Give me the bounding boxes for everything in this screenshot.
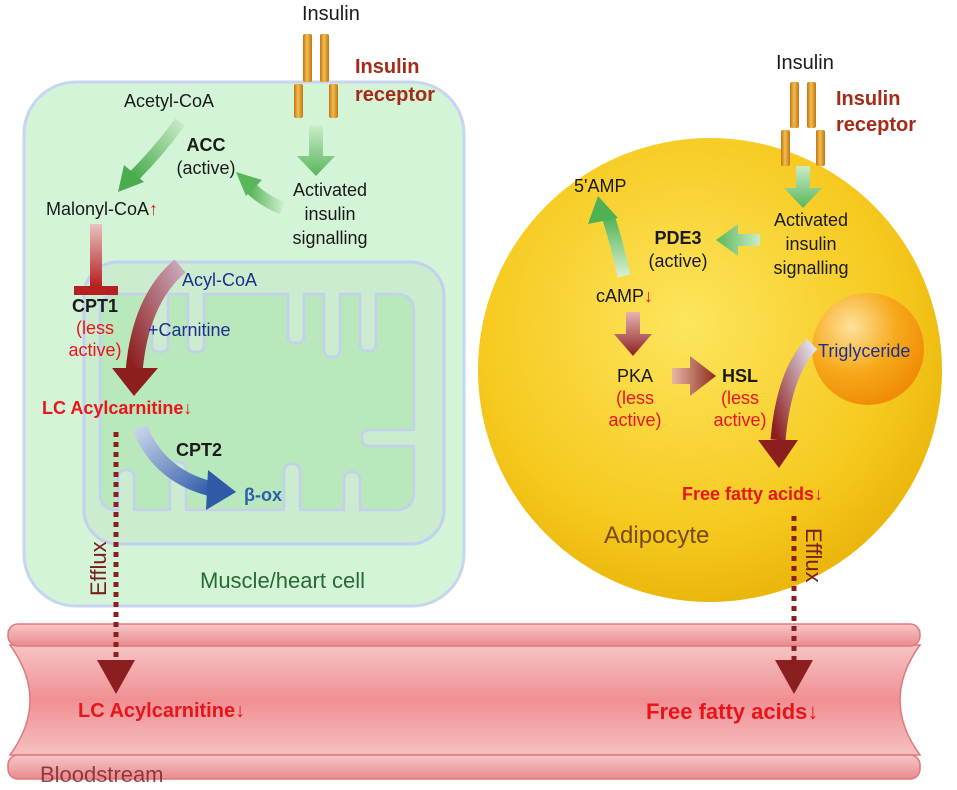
efflux-label-right: Efflux [801,528,826,583]
malonyl-coa-label: Malonyl-CoA↑ [46,199,158,220]
insulin-label-right: Insulin [776,52,834,74]
arrow-acetyl-to-malonyl-head [118,165,144,192]
signalling-right-line1: Activated [773,210,849,230]
receptor-label-left-line2: receptor [355,84,436,106]
acc-state: (active) [176,158,236,178]
arrow-lc-acylcarnitine-to-beta-ox [133,425,218,498]
ffa-cell-text: Free fatty acids [682,484,815,504]
pde3-name: PDE3 [654,228,702,248]
malonyl-up-arrow: ↑ [149,199,159,219]
receptor-label-left-line1: Insulin [355,56,420,78]
triglyceride-droplet [812,293,924,405]
lc-acylcarnitine-blood-down-arrow: ↓ [235,700,246,722]
ffa-cell-down-arrow: ↓ [814,484,824,504]
muscle-cell-label: Muscle/heart cell [200,568,366,593]
acetyl-coa-label: Acetyl-CoA [124,91,215,111]
cpt2-name: CPT2 [176,440,223,460]
signalling-left-line1: Activated [292,180,368,200]
beta-ox-label: β-ox [244,485,282,505]
lc-acylcarnitine-cell-label: LC Acylcarnitine↓ [42,398,192,419]
pka-state-line2: active) [608,410,662,430]
camp-text: cAMP [596,286,645,306]
arrow-acyl-to-lc-acylcarnitine [125,259,186,373]
acc-name: ACC [186,135,226,155]
cpt1-state-line2: active) [68,340,122,360]
bloodstream-label: Bloodstream [40,762,164,787]
insulin-label-left: Insulin [302,3,360,25]
camp-down-arrow: ↓ [644,286,654,306]
ffa-blood-down-arrow: ↓ [807,699,819,724]
efflux-arrow-right-head [775,660,813,694]
hsl-name: HSL [722,366,758,386]
blood-vessel-body [8,644,922,756]
pka-state-line1: (less [615,388,655,408]
lc-acylcarnitine-blood-text: LC Acylcarnitine [78,700,236,722]
carnitine-label: +Carnitine [148,320,231,340]
arrow-acetyl-to-malonyl [129,118,185,181]
arrow-camp-to-amp-head [588,196,618,224]
ffa-cell-label: Free fatty acids↓ [682,484,823,505]
arrow-receptor-to-signalling-right [784,166,822,208]
acyl-coa-label: Acyl-CoA [182,270,258,290]
receptor-label-right-line1: Insulin [836,88,901,110]
insulin-receptor-left [294,34,338,118]
signalling-left-line3: signalling [292,228,368,248]
inhibition-bar-cpt1 [74,286,118,295]
mitochondrion-inner-membrane [98,292,416,512]
pka-name: PKA [616,366,654,386]
arrow-lc-acylcarnitine-to-beta-ox-head [206,470,236,510]
amp-label: 5'AMP [574,176,627,196]
signalling-right-line3: signalling [773,258,849,278]
camp-label: cAMP↓ [596,286,653,307]
insulin-receptor-right [781,82,825,166]
adipocyte [478,138,942,602]
ffa-blood-text: Free fatty acids [646,699,808,724]
blood-vessel-lower-wall [7,754,921,780]
hsl-state-line2: active) [713,410,767,430]
ffa-blood-label: Free fatty acids↓ [646,699,818,724]
pde3-state: (active) [648,251,708,271]
efflux-label-left: Efflux [86,541,111,596]
signalling-left-line2: insulin [304,204,356,224]
arrow-triglyceride-to-ffa [770,338,818,441]
lc-acylcarnitine-cell-text: LC Acylcarnitine [42,398,184,418]
efflux-arrow-left-head [97,660,135,694]
blood-vessel-upper-wall [7,623,921,647]
arrow-receptor-to-signalling-left [297,126,335,176]
cpt1-name: CPT1 [71,296,119,316]
arrow-pka-to-hsl [672,356,716,396]
lc-acylcarnitine-blood-label: LC Acylcarnitine↓ [78,700,245,723]
arrow-camp-to-amp [601,213,631,278]
receptor-label-right-line2: receptor [836,114,917,136]
arrow-triglyceride-to-ffa-head [758,440,798,468]
hsl-state-line1: (less [720,388,760,408]
malonyl-coa-text: Malonyl-CoA [46,199,150,219]
signalling-right-line2: insulin [785,234,837,254]
arrow-signalling-to-pde3 [716,224,760,256]
arrow-acyl-to-lc-acylcarnitine-head [112,368,158,396]
adipocyte-label: Adipocyte [604,522,710,549]
inhibition-malonyl-to-cpt1 [90,224,102,286]
arrow-signalling-to-acc-head [236,172,262,196]
triglyceride-label: Triglyceride [818,341,911,361]
arrow-camp-to-pka [614,312,652,356]
cpt1-state-line1: (less [75,318,115,338]
lc-acylcarnitine-cell-down-arrow: ↓ [183,398,193,418]
